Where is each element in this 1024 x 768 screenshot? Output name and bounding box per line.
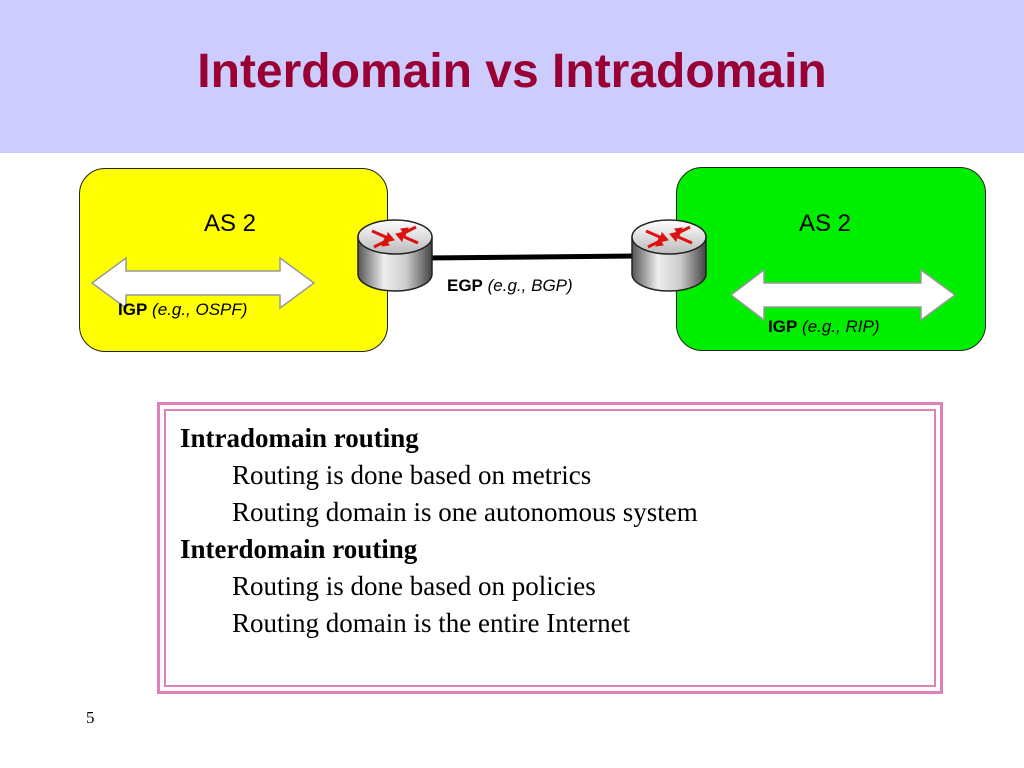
as-box-left <box>79 168 388 352</box>
info-box <box>157 402 943 694</box>
as-label-left: AS 2 <box>204 210 257 237</box>
egp-link-line <box>424 253 640 261</box>
page-number: 5 <box>86 708 95 727</box>
igp-example-right: (e.g., RIP) <box>802 317 880 336</box>
as-label-right: AS 2 <box>799 210 852 237</box>
double-arrow-icon <box>90 256 316 310</box>
section-line: Routing is done based on metrics <box>232 460 592 490</box>
as-box-right <box>676 167 986 351</box>
igp-label-right: IGP (e.g., RIP) <box>768 317 880 337</box>
router-icon <box>631 219 707 292</box>
egp-name: EGP <box>447 276 483 295</box>
section-heading: Interdomain routing <box>180 534 418 564</box>
title-band <box>0 0 1024 153</box>
info-box-inner-border <box>164 409 936 687</box>
igp-name-left: IGP <box>118 300 148 319</box>
double-arrow-icon <box>729 268 957 322</box>
section-line: Routing domain is one autonomous system <box>232 497 698 527</box>
slide-title: Interdomain vs Intradomain <box>197 45 827 98</box>
info-text: Intradomain routing Routing is done base… <box>180 420 698 642</box>
router-icon <box>357 219 433 292</box>
igp-label-left: IGP (e.g., OSPF) <box>118 300 247 320</box>
section-heading: Intradomain routing <box>180 423 419 453</box>
igp-name-right: IGP <box>768 317 798 336</box>
section-line: Routing is done based on policies <box>232 571 596 601</box>
igp-example-left: (e.g., OSPF) <box>152 300 248 319</box>
section-line: Routing domain is the entire Internet <box>232 608 631 638</box>
egp-label: EGP (e.g., BGP) <box>447 276 573 296</box>
egp-example: (e.g., BGP) <box>487 276 573 295</box>
